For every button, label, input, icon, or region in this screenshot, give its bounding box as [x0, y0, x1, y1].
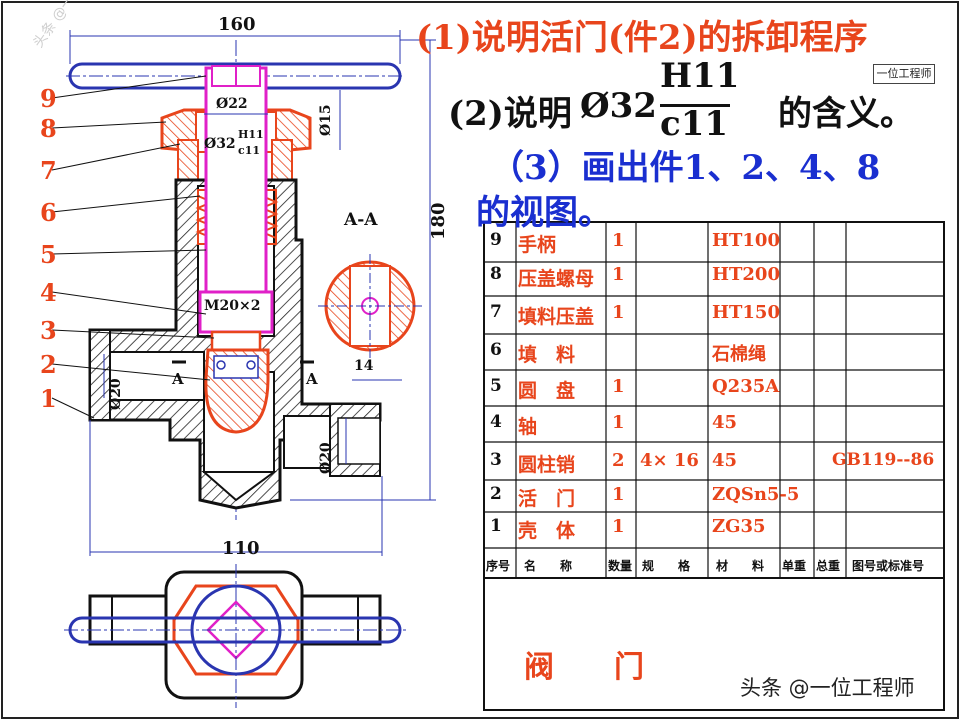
bom-cell-std: GB119--86	[832, 450, 935, 470]
bom-cell-name: 圆 盘	[518, 380, 576, 402]
bom-cell-material: ZG35	[712, 516, 766, 537]
bom-cell-name: 填 料	[518, 344, 576, 366]
watermark-bottom: 头条 @一位工程师	[740, 676, 915, 700]
part-number-9: 9	[40, 84, 57, 113]
bom-cell-name: 手柄	[518, 234, 557, 256]
section-width: 14	[354, 358, 374, 374]
drawing-title: 阀 门	[524, 650, 644, 685]
shaft	[204, 66, 268, 332]
dimension-lines	[69, 30, 436, 556]
bom-cell-no: 7	[490, 302, 502, 322]
bom-cell-no: 4	[490, 412, 502, 432]
bom-cell-no: 2	[490, 484, 502, 504]
thread-label: M20×2	[204, 298, 261, 314]
bom-header-cell: 序号	[486, 559, 511, 573]
bom-header-cell: 数量	[608, 559, 633, 573]
question-3-line2: 的视图。	[476, 193, 612, 233]
part-number-8: 8	[40, 114, 57, 143]
question-1: (1)说明活门(件2)的拆卸程序	[416, 18, 868, 58]
leader-lines	[51, 75, 215, 419]
pin-left	[216, 360, 226, 370]
dim-bottom-width: 110	[222, 538, 260, 559]
bom-cell-name: 填料压盖	[518, 306, 595, 328]
part-number-1: 1	[40, 384, 57, 413]
bom-cell-name: 壳 体	[518, 520, 576, 542]
bom-cell-qty: 1	[612, 484, 625, 505]
part-number-2: 2	[40, 350, 57, 379]
bom-cell-qty: 1	[612, 516, 625, 537]
question-2-numerator: H11	[660, 56, 740, 96]
bom-header-cell: 图号或标准号	[852, 559, 925, 573]
bom-header-cell: 总重	[816, 559, 841, 573]
part-number-4: 4	[40, 278, 57, 307]
question-2-prefix: (2)说明	[448, 94, 572, 134]
bom-cell-qty: 1	[612, 302, 625, 323]
part-number-7: 7	[40, 156, 57, 185]
bom-cell-qty: 1	[612, 264, 625, 285]
bom-cell-spec: 4× 16	[640, 450, 699, 471]
bom-grid	[484, 222, 944, 579]
bom-cell-no: 8	[490, 264, 502, 284]
bom-cell-qty: 1	[612, 376, 625, 397]
bom-cell-material: Q235A	[712, 376, 780, 397]
cut-label-right: A	[306, 370, 318, 388]
dim-phi20-right: Ø20	[318, 442, 334, 474]
watermark-stamp: 一位工程师	[873, 64, 935, 84]
pin-right	[246, 360, 256, 370]
dim-height: 180	[428, 202, 449, 240]
dim-phi32: Ø32	[204, 136, 236, 152]
inlet-hex	[89, 329, 111, 421]
bom-cell-qty: 2	[612, 450, 625, 471]
bom-cell-qty: 1	[612, 230, 625, 251]
bom-cell-no: 9	[490, 230, 502, 250]
question-2-symbol: Ø32	[580, 86, 657, 126]
bom-cell-no: 6	[490, 340, 502, 360]
title-block	[483, 221, 945, 711]
fit-denominator: c11	[238, 144, 261, 157]
dim-phi15: Ø15	[318, 104, 334, 136]
part-number-5: 5	[40, 240, 57, 269]
chamber-cone	[201, 471, 278, 502]
bom-cell-no: 1	[490, 516, 502, 536]
bom-cell-material: HT200	[712, 264, 780, 285]
bom-cell-material: 石棉绳	[712, 344, 766, 365]
bom-cell-name: 轴	[518, 416, 538, 438]
question-2-suffix: 的含义。	[778, 94, 914, 134]
cut-label-left: A	[172, 370, 184, 388]
dim-phi22: Ø22	[216, 96, 248, 112]
bom-cell-material: HT150	[712, 302, 780, 323]
fit-numerator: H11	[238, 128, 264, 141]
bom-cell-no: 5	[490, 376, 502, 396]
bom-cell-qty: 1	[612, 412, 625, 433]
bom-cell-material: ZQSn5-5	[712, 484, 800, 505]
bom-cell-material: HT100	[712, 230, 780, 251]
top-view	[64, 564, 408, 708]
bom-cell-material: 45	[712, 450, 738, 471]
question-3-line1: （3）画出件1、2、4、8	[490, 148, 881, 188]
outlet-nut-bore	[337, 417, 381, 465]
dim-top-width: 160	[218, 14, 256, 35]
bom-cell-name: 压盖螺母	[518, 268, 595, 290]
part-number-3: 3	[40, 316, 57, 345]
dim-phi20-left: Ø20	[108, 378, 124, 410]
bom-header-cell: 规 格	[642, 559, 691, 573]
pin-slot	[213, 355, 259, 379]
bom-cell-no: 3	[490, 450, 502, 470]
bom-cell-name: 活 门	[518, 488, 576, 510]
bom-cell-name: 圆柱销	[518, 454, 576, 476]
bom-header-cell: 单重	[782, 559, 807, 573]
fraction-bar	[660, 104, 730, 107]
bom-cell-material: 45	[712, 412, 738, 433]
shaft-thread	[198, 290, 274, 334]
bom-header-cell: 材 料	[716, 559, 765, 573]
part-number-6: 6	[40, 198, 57, 227]
question-2-denominator: c11	[660, 104, 729, 144]
section-label: A-A	[344, 210, 378, 230]
bom-header-cell: 名 称	[524, 559, 573, 573]
